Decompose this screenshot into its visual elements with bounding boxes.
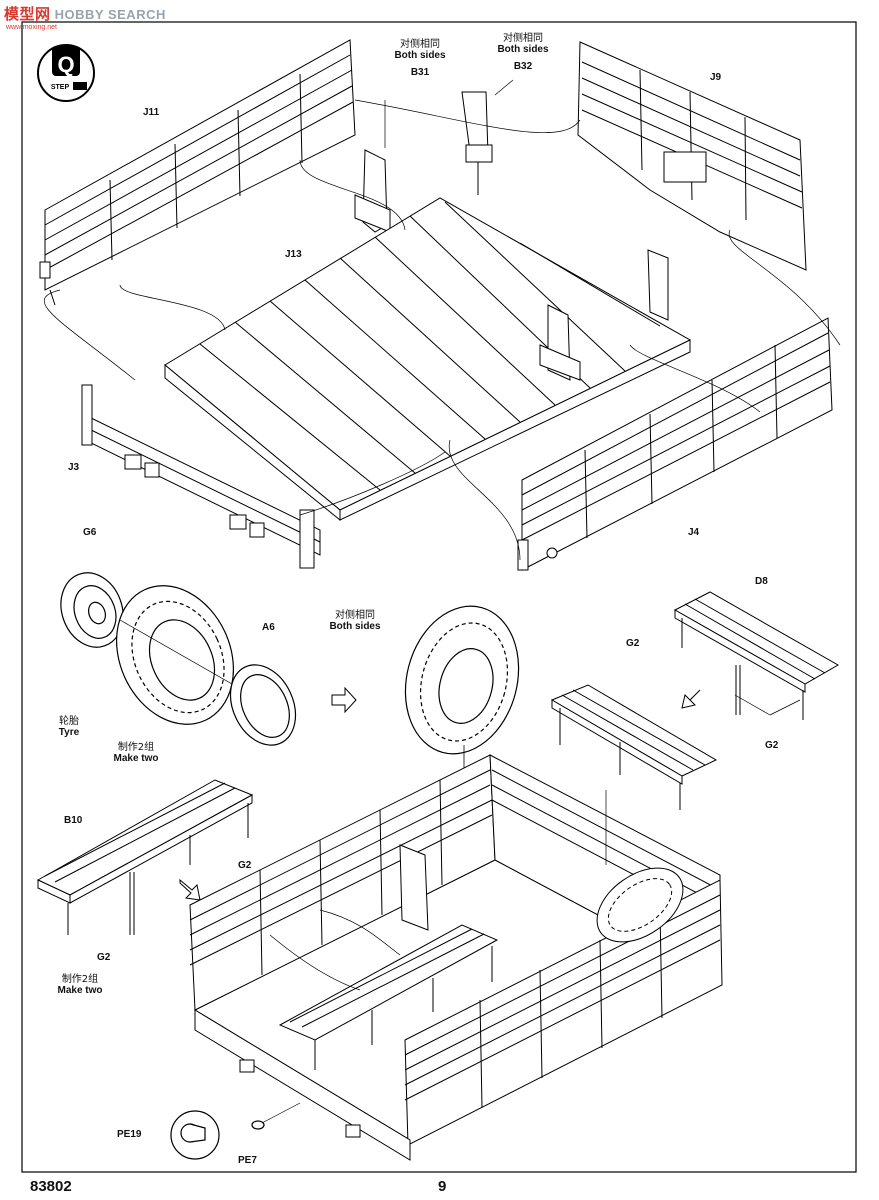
label-b10: B10 — [64, 815, 83, 826]
installed-spare-tyre — [596, 867, 684, 943]
part-g6-wheel-hub — [60, 572, 124, 648]
part-d8-bench — [673, 591, 840, 720]
label-a6: A6 — [262, 622, 275, 633]
label-j13: J13 — [285, 249, 302, 260]
label-pe7: PE7 — [238, 1155, 257, 1166]
label-tyre: 轮胎 Tyre — [58, 716, 80, 738]
part-j9-front-wall — [577, 41, 807, 271]
watermark-logo: 模型网 HOBBY SEARCH — [4, 6, 166, 23]
part-b32-bracket — [461, 91, 493, 195]
label-pe19: PE19 — [117, 1129, 142, 1140]
part-b31-bracket — [354, 149, 391, 280]
part-j4-side-panel — [517, 317, 833, 571]
label-spare-tyre-both-sides: 对侧相同 Both sides — [329, 610, 381, 632]
label-j11: J11 — [143, 107, 160, 118]
watermark-url: www.moxing.net — [6, 24, 57, 31]
label-b32-both-sides: 对侧相同 Both sides B32 — [497, 33, 549, 72]
step-badge: Q STEP — [37, 44, 95, 102]
kit-number: 83802 — [30, 1178, 72, 1195]
step-label: STEP — [51, 84, 70, 91]
label-j9: J9 — [710, 72, 722, 83]
part-floor-bracket-right — [539, 249, 669, 381]
label-b31-both-sides: 对侧相同 Both sides B31 — [394, 39, 446, 78]
part-bench-middle — [550, 684, 718, 810]
label-d8: D8 — [755, 576, 768, 587]
label-g2-b10-upper: G2 — [238, 860, 252, 871]
part-b10-bench — [36, 779, 254, 935]
label-g6: G6 — [83, 527, 97, 538]
part-a6-rim — [229, 664, 297, 746]
assembly-guide-lines — [43, 79, 841, 561]
step-letter: Q — [57, 52, 74, 77]
label-g2-d8-lower: G2 — [765, 740, 779, 751]
part-j11-side-panel — [39, 39, 356, 306]
label-g2-b10-lower: G2 — [97, 952, 111, 963]
page-frame — [21, 21, 857, 1173]
part-j3-tailgate — [81, 384, 321, 569]
label-g2-d8-upper: G2 — [626, 638, 640, 649]
page-number: 9 — [438, 1178, 447, 1195]
part-spare-tyre — [404, 605, 520, 755]
label-make-two-wheels: 制作2组 Make two — [113, 742, 159, 764]
final-assembly-guide-lines — [269, 694, 801, 991]
completed-truck-bed — [189, 754, 723, 1161]
part-j13-bed-floor — [164, 197, 692, 522]
part-pe19-pe7-photoetch — [170, 1102, 301, 1160]
label-j3: J3 — [68, 462, 80, 473]
part-tyre — [115, 585, 235, 725]
label-j4: J4 — [688, 527, 700, 538]
flow-arrow-down-left — [681, 689, 701, 709]
flow-arrow-down-right — [179, 878, 201, 901]
flow-arrow-right — [331, 686, 357, 714]
label-make-two-benches: 制作2组 Make two — [57, 974, 103, 996]
